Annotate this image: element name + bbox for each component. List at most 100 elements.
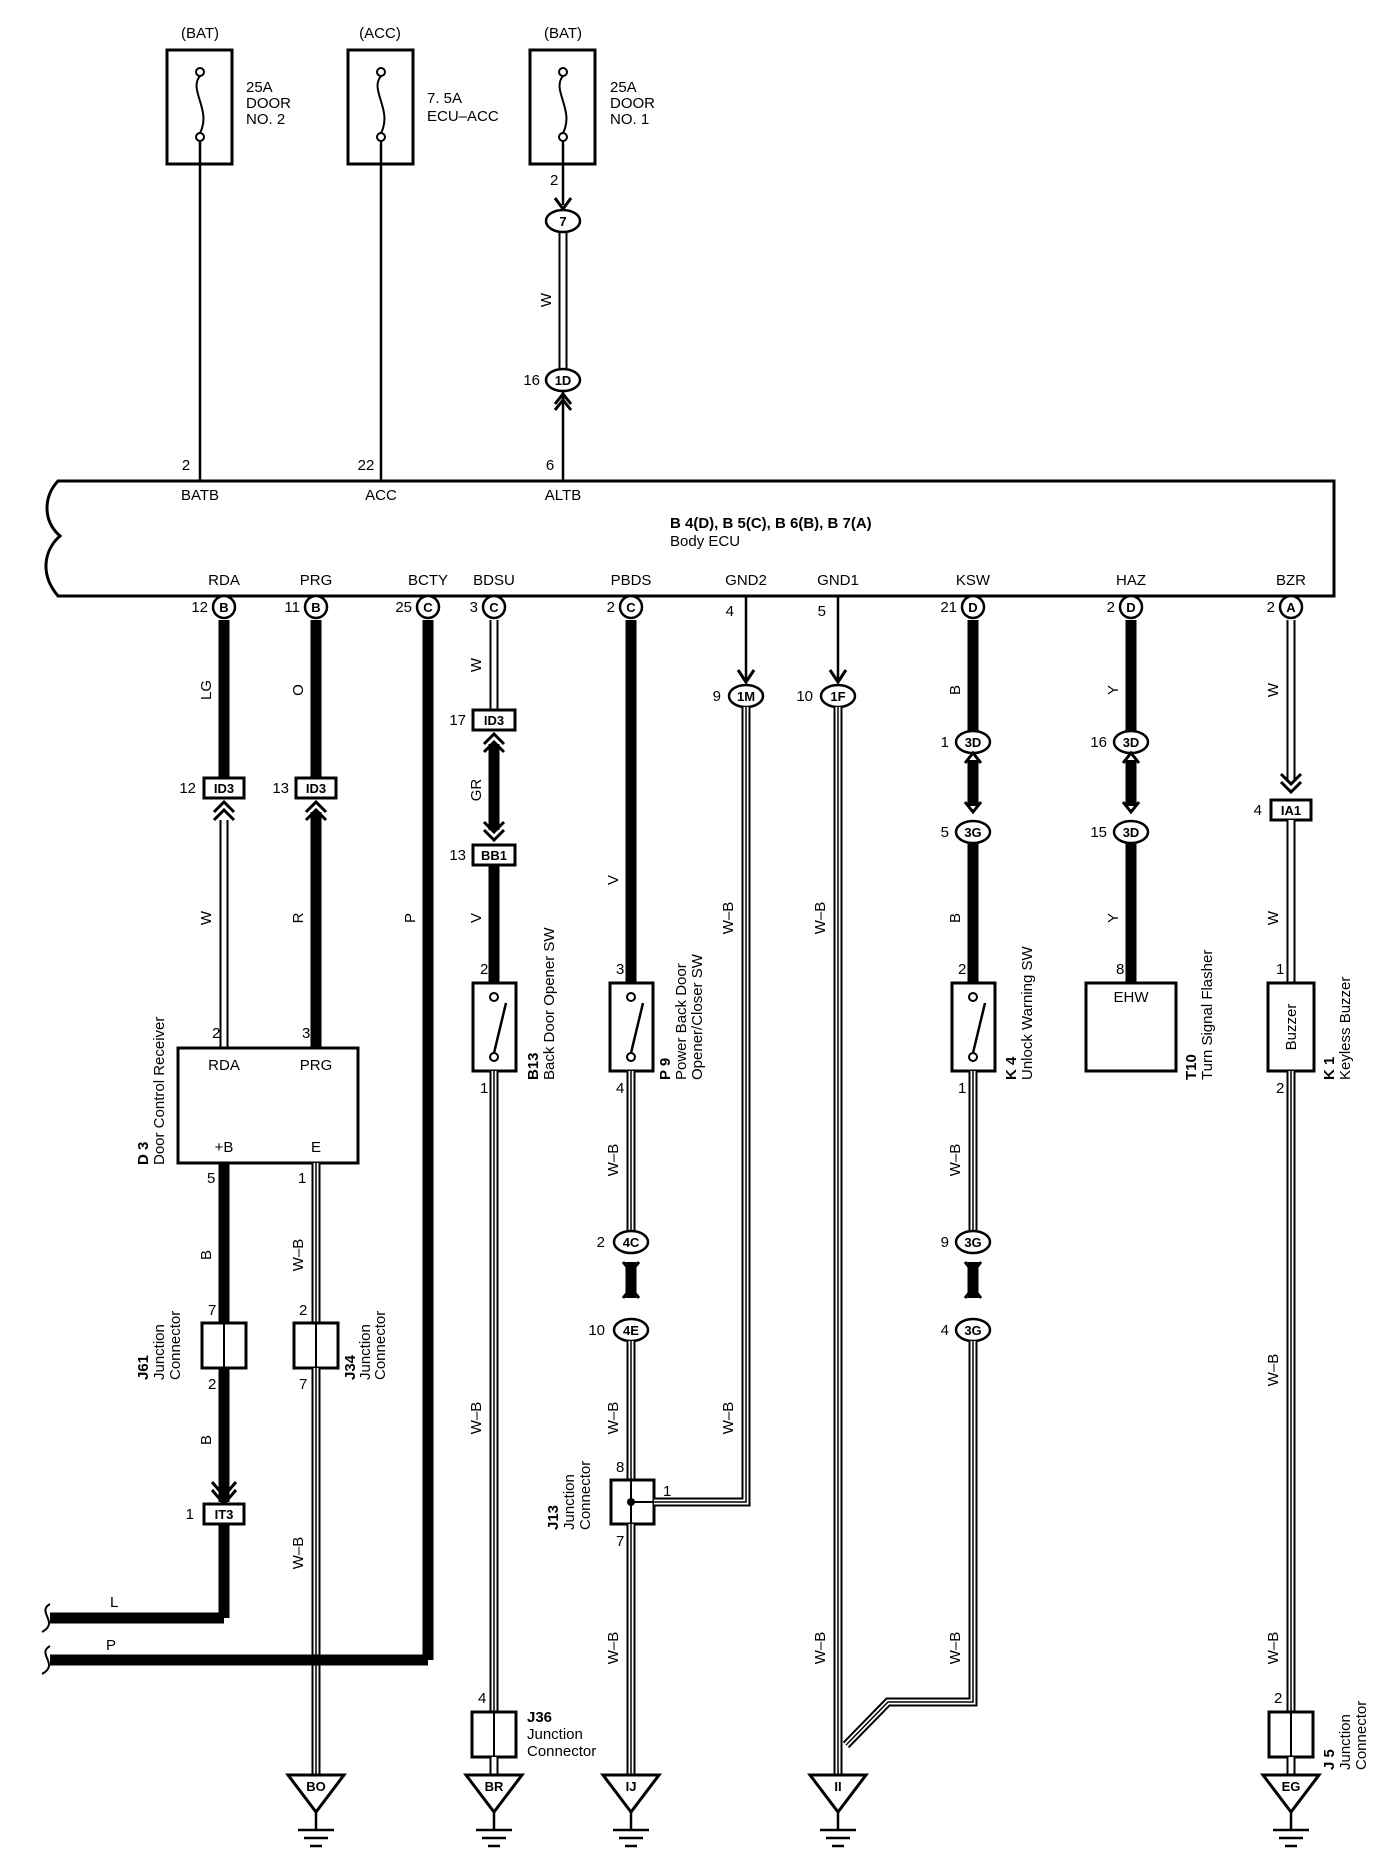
pin-num: 1 — [958, 1080, 966, 1097]
component-name: Connector — [577, 1461, 594, 1530]
fuse-door-no1: (BAT) 25A DOOR NO. 1 2 — [528, 25, 655, 189]
ecu-pin-num: 2 — [1267, 599, 1275, 616]
connector-pin: 16 — [523, 372, 540, 389]
ecu-pin-num: 21 — [940, 599, 957, 616]
wire-color-label: W–B — [605, 1144, 622, 1177]
ground-br: BR — [462, 1773, 526, 1848]
pin-num: 4 — [616, 1080, 624, 1097]
ecu-pin-num: 6 — [546, 457, 554, 474]
fuse-name-line2: ECU–ACC — [427, 108, 499, 125]
connector-id: ID3 — [306, 781, 326, 796]
pin-num: 1 — [663, 1483, 671, 1500]
component-name: Junction — [561, 1474, 578, 1530]
pin-num: 7 — [616, 1533, 624, 1550]
ecu-connector-d — [960, 594, 986, 620]
component-name: Connector — [527, 1743, 596, 1760]
pin-num: 3 — [616, 961, 624, 978]
pin-num: 2 — [208, 1376, 216, 1393]
connector-id: 1M — [737, 689, 755, 704]
wire-color-label: O — [290, 684, 307, 696]
wire-color-label: W–B — [290, 1537, 307, 1570]
wire-color-label: W–B — [605, 1632, 622, 1665]
connector-pin: 10 — [796, 688, 813, 705]
wire-color-label: W–B — [812, 1632, 829, 1665]
component-name: Keyless Buzzer — [1337, 977, 1354, 1080]
fuse-door-no2: (BAT) 25A DOOR NO. 2 — [165, 25, 291, 166]
component-code: D 3 — [135, 1142, 152, 1165]
component-name: Door Control Receiver — [151, 1017, 168, 1165]
connector-pin: 1 — [941, 734, 949, 751]
fuse-source-label: (ACC) — [359, 25, 401, 42]
connector-id: IA1 — [1281, 803, 1301, 818]
ground-label: II — [834, 1779, 841, 1794]
ecu-pin-name-pbds: PBDS — [611, 572, 652, 589]
connector-pin: 5 — [941, 824, 949, 841]
wire-color-label: W–B — [720, 1402, 737, 1435]
junction-connector-j5: 2 J 5 Junction Connector — [1267, 1690, 1370, 1770]
component-code: K 4 — [1003, 1056, 1020, 1080]
ground-label: BR — [485, 1779, 504, 1794]
connector-pin: 4 — [941, 1322, 949, 1339]
connector-id: ID3 — [214, 781, 234, 796]
ground-bo: BO — [284, 1773, 348, 1848]
connector-id: 4C — [623, 1235, 640, 1250]
ecu-pin-num: 25 — [395, 599, 412, 616]
pin-num: 8 — [1116, 961, 1124, 978]
fuse-pin: 2 — [550, 172, 558, 189]
pin-num: 2 — [480, 961, 488, 978]
junction-connector-j61: 7 2 J61 Junction Connector — [135, 1302, 248, 1393]
wire-color-label: W — [198, 910, 215, 925]
connector-id3-13 — [294, 776, 338, 800]
component-inner-label: EHW — [1114, 989, 1150, 1006]
pin-name: PRG — [300, 1057, 333, 1074]
wire-color-label: V — [605, 875, 622, 885]
ground-label: IJ — [626, 1779, 637, 1794]
pin-num: 1 — [298, 1170, 306, 1187]
component-name: Connector — [372, 1311, 389, 1380]
ecu-codes: B 4(D), B 5(C), B 6(B), B 7(A) — [670, 515, 872, 532]
ecu-pin-num: 2 — [182, 457, 190, 474]
ecu-bottom-pins: RDAB12PRGB11BCTYC25BDSUC3PBDSC2GND24GND1… — [191, 572, 1306, 620]
wire-color-label: W–B — [812, 902, 829, 935]
connector-pin: 1 — [186, 1506, 194, 1523]
ground-ij: IJ — [599, 1773, 663, 1848]
ecu-pin-name-gnd2: GND2 — [725, 572, 767, 589]
power-back-door-sw-p9: 3 4 P 9 Power Back Door Opener/Closer SW — [608, 953, 706, 1097]
pin-name: +B — [215, 1139, 234, 1156]
component-name: Junction — [1337, 1714, 1354, 1770]
component-name: Opener/Closer SW — [689, 953, 706, 1080]
pin-num: 5 — [207, 1170, 215, 1187]
connector-id: 3D — [1123, 735, 1140, 750]
component-name: Junction — [151, 1324, 168, 1380]
component-code: B13 — [525, 1052, 542, 1080]
connector-4c — [612, 1229, 650, 1255]
ecu-pin-num: 4 — [726, 603, 734, 620]
pin-num: 8 — [616, 1459, 624, 1476]
wire-color-label: B — [198, 1250, 215, 1260]
connector-id: 4E — [623, 1323, 639, 1338]
pin-num: 2 — [1274, 1690, 1282, 1707]
ecu-connector-letter: B — [219, 600, 228, 615]
ecu-connector-d — [1118, 594, 1144, 620]
ecu-connector-letter: D — [968, 600, 977, 615]
fuse-source-label: (BAT) — [544, 25, 582, 42]
wire-color-label: W — [538, 292, 555, 307]
component-code: J61 — [135, 1355, 152, 1380]
component-code: J13 — [545, 1505, 562, 1530]
wire-color-label: W–B — [947, 1632, 964, 1665]
pin-num: 1 — [480, 1080, 488, 1097]
component-code: P 9 — [657, 1058, 674, 1080]
ecu-connector-letter: C — [626, 600, 636, 615]
component-name: Junction — [357, 1324, 374, 1380]
connector-pin: 17 — [449, 712, 466, 729]
pin-num: 7 — [299, 1376, 307, 1393]
pin-num: 1 — [1276, 961, 1284, 978]
ecu-pin-num: 11 — [284, 599, 300, 616]
junction-connector-j13: 8 7 1 J13 Junction Connector — [545, 1459, 671, 1550]
ecu-connector-b — [211, 594, 237, 620]
component-code: K 1 — [1321, 1057, 1338, 1080]
connector-id3-17 — [471, 708, 517, 732]
pin-name: E — [311, 1139, 321, 1156]
ecu-connector-letter: C — [489, 600, 499, 615]
